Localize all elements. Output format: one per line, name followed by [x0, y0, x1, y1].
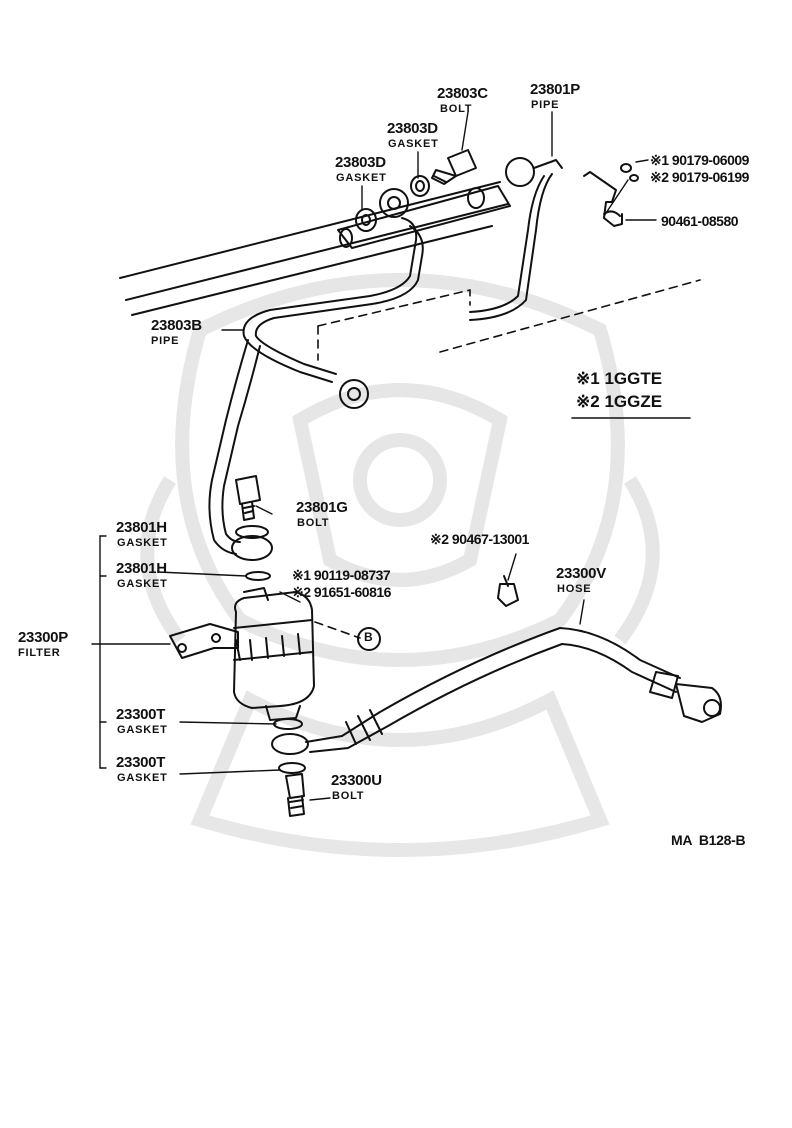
bracket-90461: [583, 171, 623, 227]
part-name-23300u: BOLT: [332, 790, 365, 802]
note-mark-90119: ※1: [292, 567, 311, 583]
part-number-90467-13001: 90467-13001: [451, 531, 530, 547]
legend-engine-2: 1GGZE: [604, 392, 663, 411]
note-mark-2: ※2: [650, 169, 669, 185]
part-number-90179-06009: 90179-06009: [671, 152, 750, 168]
clamp-90467: [497, 575, 519, 607]
part-90179-06009: ※1 90179-06009: [650, 152, 749, 168]
pipe-23803b: [208, 217, 424, 555]
part-number-23803d-lower: 23803D: [335, 154, 386, 171]
reference-dashed-lines: [314, 279, 701, 639]
legend-engine-1: 1GGTE: [604, 369, 663, 388]
part-name-23801h-upper: GASKET: [117, 537, 168, 549]
part-number-23300u: 23300U: [331, 772, 382, 789]
part-name-23803d-lower: GASKET: [336, 172, 387, 184]
part-number-23803d-upper: 23803D: [387, 120, 438, 137]
nut-90179: [620, 163, 639, 182]
part-number-23803b: 23803B: [151, 317, 202, 334]
pipe-23801p: [469, 157, 563, 321]
part-91651-60816: ※2 91651-60816: [292, 584, 391, 600]
gasket-23803d-upper: [410, 175, 430, 197]
note-mark-91651: ※2: [292, 584, 311, 600]
part-name-23300t-lower: GASKET: [117, 772, 168, 784]
gasket-23801h-upper: [231, 525, 273, 561]
hose-23300v: [305, 627, 722, 753]
legend-note-1: ※1 1GGTE: [576, 369, 662, 389]
bolt-23803c: [431, 149, 477, 185]
part-name-23803d-upper: GASKET: [388, 138, 439, 150]
part-90467-13001: ※2 90467-13001: [430, 531, 529, 547]
fuel-delivery-rail: [119, 181, 511, 316]
legend-note-2: ※2 1GGZE: [576, 392, 662, 412]
part-number-23300t-lower: 23300T: [116, 754, 166, 771]
part-90179-06199: ※2 90179-06199: [650, 169, 749, 185]
part-name-23801p: PIPE: [531, 99, 560, 111]
legend-mark-1: ※1: [576, 369, 600, 388]
part-number-91651-60816: 91651-60816: [313, 584, 392, 600]
part-number-23801h-lower: 23801H: [116, 560, 167, 577]
part-number-23801h-upper: 23801H: [116, 519, 167, 536]
watermark-emblem: [140, 273, 660, 857]
reference-mark-b: B: [364, 630, 373, 644]
banjo-fitting-lower: [271, 733, 309, 755]
part-number-90179-06199: 90179-06199: [671, 169, 750, 185]
part-number-23300p: 23300P: [18, 629, 68, 646]
gasket-23803d-lower: [355, 208, 377, 232]
bolt-23300u: [285, 773, 305, 817]
part-name-23300v: HOSE: [557, 583, 592, 595]
part-name-23300p: FILTER: [18, 647, 61, 659]
part-name-23300t-upper: GASKET: [117, 724, 168, 736]
part-number-90119-08737: 90119-08737: [313, 567, 391, 583]
reference-circle-b: [357, 627, 381, 651]
banjo-fitting-upper: [379, 188, 409, 218]
part-name-23803b: PIPE: [151, 335, 180, 347]
gasket-23300t-lower: [278, 762, 306, 774]
figure-code: MA B128-B: [671, 832, 746, 848]
note-mark-90467: ※2: [430, 531, 449, 547]
part-name-23803c: BOLT: [440, 103, 473, 115]
legend-mark-2: ※2: [576, 392, 600, 411]
gasket-23801h-lower: [245, 571, 271, 581]
part-number-23300v: 23300V: [556, 565, 606, 582]
part-90119-08737: ※1 90119-08737: [292, 567, 391, 583]
bolt-23801g: [235, 475, 261, 521]
part-number-23803c: 23803C: [437, 85, 488, 102]
part-number-23801g: 23801G: [296, 499, 348, 516]
note-mark-1: ※1: [650, 152, 669, 168]
part-number-23300t-upper: 23300T: [116, 706, 166, 723]
part-number-23801p: 23801P: [530, 81, 580, 98]
fuel-filter-23300p: [169, 587, 315, 721]
part-name-23801g: BOLT: [297, 517, 330, 529]
part-number-90461-08580: 90461-08580: [661, 213, 739, 229]
part-name-23801h-lower: GASKET: [117, 578, 168, 590]
leader-lines: [91, 111, 657, 801]
